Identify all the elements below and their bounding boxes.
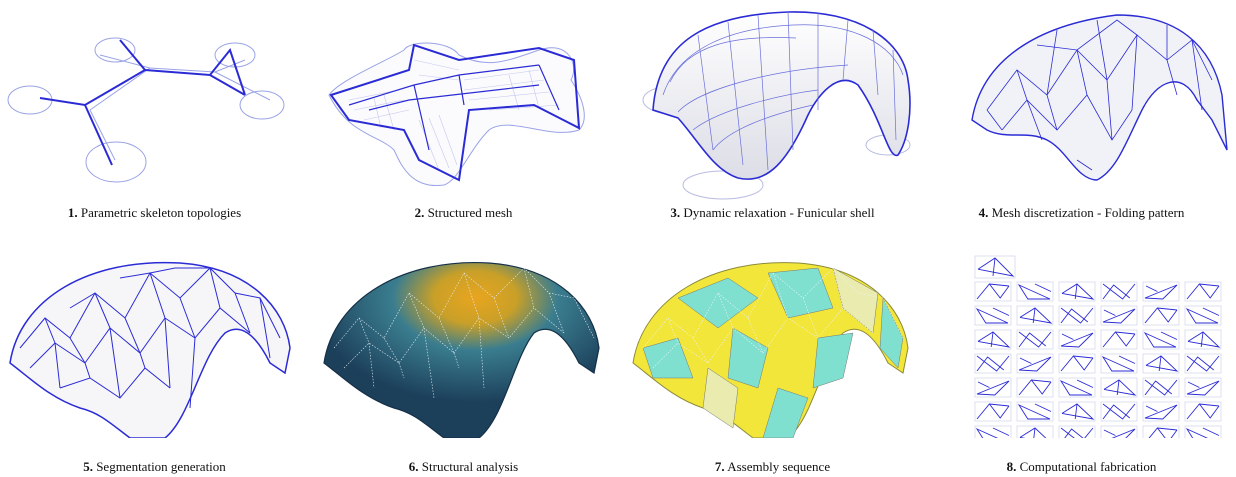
fabrication-sheet (974, 281, 1012, 302)
fabrication-sheet (1184, 401, 1222, 422)
panel-folding-pattern: 4. Mesh discretization - Folding pattern (927, 0, 1236, 238)
caption: 8. Computational fabrication (1006, 459, 1157, 474)
fold-pattern (1186, 283, 1220, 300)
fold-pattern (1143, 331, 1178, 348)
panel-structured-mesh: 2. Structured mesh (309, 0, 618, 238)
caption: 3. Dynamic relaxation - Funicular shell (670, 205, 875, 220)
fold-pattern (1017, 283, 1052, 300)
fold-pattern (1103, 379, 1137, 396)
fabrication-sheet (1100, 281, 1138, 302)
panel-structural-analysis: 6. Structural analysis (309, 238, 618, 476)
fabrication-sheet (1016, 329, 1054, 350)
structural-analysis-illustration (323, 261, 600, 438)
fold-pattern (1103, 428, 1136, 438)
fold-pattern (1102, 403, 1136, 420)
caption: 2. Structured mesh (414, 205, 513, 220)
fabrication-sheet (1184, 425, 1222, 438)
fold-pattern (1102, 308, 1136, 324)
fold-pattern (976, 403, 1010, 420)
structured-mesh-illustration (328, 42, 585, 186)
skeleton-illustration (7, 37, 285, 183)
caption: 4. Mesh discretization - Folding pattern (978, 205, 1185, 220)
fold-pattern (1060, 307, 1094, 324)
fabrication-sheet (1100, 377, 1138, 398)
fold-pattern (1059, 379, 1094, 396)
fold-pattern (1061, 403, 1095, 420)
fabrication-sheet (1100, 329, 1138, 350)
fold-pattern (1186, 403, 1220, 420)
fold-pattern (1060, 427, 1094, 438)
fold-pattern (1018, 331, 1052, 348)
fold-pattern (976, 355, 1010, 372)
fold-pattern (1145, 355, 1179, 372)
funicular-shell-illustration (642, 11, 911, 200)
fabrication-sheet (1184, 281, 1222, 302)
fold-pattern (1019, 307, 1053, 324)
fold-pattern (1186, 355, 1220, 372)
fold-pattern (1144, 379, 1178, 396)
fabrication-sheet (1184, 329, 1222, 350)
fold-pattern (1019, 427, 1047, 438)
fold-pattern (1148, 427, 1178, 438)
fold-pattern (1187, 331, 1221, 348)
fabrication-sheet (1016, 377, 1054, 398)
segmentation-illustration (9, 261, 291, 438)
fold-pattern (1017, 403, 1052, 420)
caption: 7. Assembly sequence (714, 459, 831, 474)
panel-segmentation: 5. Segmentation generation (0, 238, 309, 476)
fold-pattern (977, 331, 1011, 348)
caption: 6. Structural analysis (408, 459, 519, 474)
fabrication-sheet (1100, 425, 1138, 438)
fabrication-sheet (974, 353, 1012, 374)
fold-pattern (1102, 331, 1136, 348)
fabrication-sheet (1142, 377, 1180, 398)
fold-pattern (975, 307, 1010, 324)
caption: 1. Parametric skeleton topologies (67, 205, 242, 220)
fabrication-sheet (1058, 401, 1096, 422)
fold-pattern (1144, 404, 1178, 420)
fold-pattern (1061, 283, 1095, 300)
fabrication-sheet (1058, 281, 1096, 302)
fold-pattern (1144, 307, 1178, 324)
fold-pattern (1060, 355, 1094, 372)
fabrication-sheet (1142, 353, 1180, 374)
assembly-sequence-illustration (632, 262, 909, 438)
fold-pattern (975, 427, 1010, 438)
fabrication-sheets-illustration (974, 255, 1222, 438)
caption: 5. Segmentation generation (83, 459, 226, 474)
fold-pattern (1185, 427, 1220, 438)
fabrication-sheet (1058, 353, 1096, 374)
fabrication-sheet (974, 425, 1012, 438)
fabrication-sheet (1016, 305, 1054, 326)
panel-funicular-shell: 3. Dynamic relaxation - Funicular shell (618, 0, 927, 238)
fold-pattern (1060, 332, 1094, 348)
fold-pattern (977, 257, 1015, 277)
fold-pattern (1186, 380, 1220, 396)
folding-pattern-illustration (971, 14, 1228, 181)
fold-pattern (1185, 307, 1220, 324)
fold-pattern (976, 283, 1010, 300)
fold-pattern (1102, 283, 1136, 300)
panel-skeleton: 1. Parametric skeleton topologies (0, 0, 309, 238)
fabrication-sheet (1142, 305, 1180, 326)
fabrication-sheet (1100, 401, 1138, 422)
fabrication-sheet (1184, 353, 1222, 374)
fold-pattern (976, 380, 1010, 396)
fabrication-sheet (974, 329, 1012, 350)
fabrication-sheet (1016, 425, 1054, 438)
fold-pattern (1101, 355, 1136, 372)
panel-computational-fabrication: 8. Computational fabrication (927, 238, 1236, 476)
fold-pattern (1144, 284, 1178, 300)
fabrication-sheet (974, 401, 1012, 422)
fold-pattern (1018, 379, 1052, 396)
panel-assembly-sequence: 7. Assembly sequence (618, 238, 927, 476)
fabrication-sheet (1058, 305, 1096, 326)
fabrication-sheet (1058, 425, 1096, 438)
fold-pattern (1018, 356, 1052, 372)
fabrication-sheet (974, 255, 1016, 279)
